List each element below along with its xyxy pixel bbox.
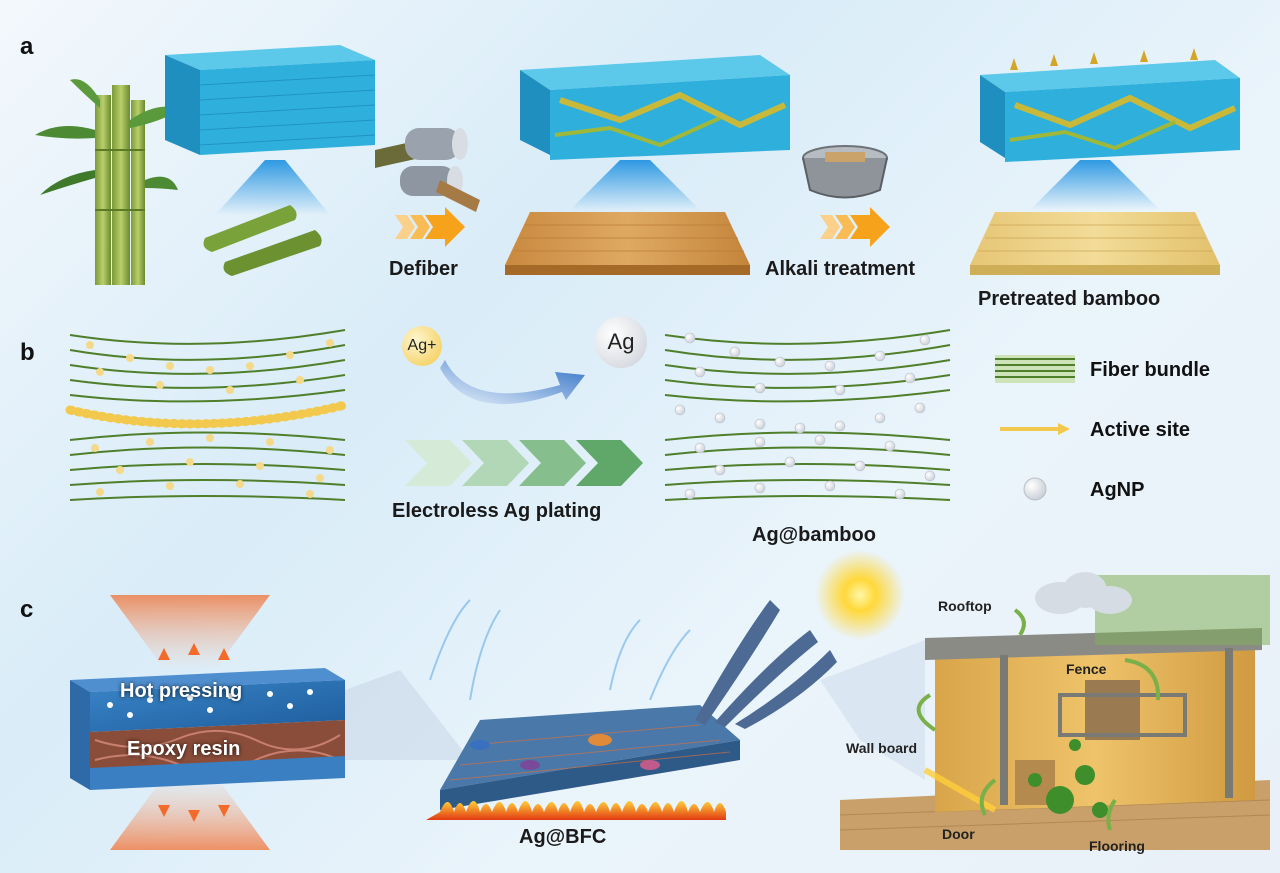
heat-beam-top [110, 595, 270, 670]
flooring-label: Flooring [1089, 838, 1145, 854]
panel-label-c: c [20, 596, 34, 623]
legend-agnp-icon [1023, 477, 1047, 501]
active-site-dots [86, 339, 334, 498]
arrow-defiber-icon [395, 207, 465, 247]
fence-label: Fence [1066, 661, 1107, 677]
fiber-block-pretreated [980, 48, 1240, 162]
application-arrows-icon [916, 608, 1161, 831]
rooftop-label: Rooftop [938, 598, 992, 614]
legend-fiber-bundle-icon [995, 355, 1075, 383]
focus-beam [215, 160, 330, 215]
virus-icon [1028, 739, 1108, 818]
fiber-block-raw [165, 45, 376, 155]
step-alkali-label: Alkali treatment [765, 258, 916, 280]
ag-bfc-label: Ag@BFC [519, 826, 607, 848]
pretreated-bamboo-label: Pretreated bamboo [978, 288, 1161, 310]
alkali-bath-icon [802, 145, 888, 199]
bamboo-plant-icon [35, 79, 180, 285]
door-label: Door [942, 826, 975, 842]
legend-active-site-label: Active site [1090, 419, 1191, 441]
focus-beam [570, 160, 700, 210]
electroless-plating-label: Electroless Ag plating [392, 500, 602, 522]
ag-bfc-panel [440, 705, 740, 810]
fiber-bundle-raw [69, 329, 346, 501]
focus-beam [1030, 160, 1160, 210]
fiber-block-defibered [520, 55, 790, 160]
legend-agnp-label: AgNP [1090, 479, 1145, 501]
water-splash-icon [429, 599, 691, 701]
reduction-arrow-icon [440, 360, 585, 405]
ag-atom-badge: Ag [595, 316, 647, 368]
ag-bamboo-label: Ag@bamboo [752, 524, 876, 546]
epoxy-resin-label: Epoxy resin [127, 738, 241, 760]
heat-arrows-icon [158, 643, 230, 822]
hot-pressing-label: Hot pressing [120, 680, 243, 702]
bamboo-strips-icon [203, 205, 322, 276]
agnp-dots [674, 332, 936, 500]
panel-label-b: b [20, 339, 35, 366]
cloud-icon [1035, 572, 1132, 614]
fire-icon [426, 801, 726, 820]
sun-icon [815, 550, 905, 640]
fiber-bundle-plated [664, 329, 951, 501]
ag-ion-badge: Ag+ [402, 326, 442, 366]
plating-chevrons-icon [405, 440, 643, 486]
projection-cone [345, 670, 470, 760]
legend-active-site-icon [1000, 423, 1070, 435]
wood-plate-pretreated [970, 212, 1220, 275]
panel-label-a: a [20, 33, 34, 60]
step-defiber-label: Defiber [389, 258, 458, 280]
composite-laminate [70, 668, 345, 790]
defiber-roller-icon [375, 128, 480, 212]
wall-board-label: Wall board [846, 740, 918, 756]
wood-plate-defibered [505, 212, 750, 275]
active-site-chain [65, 400, 350, 429]
flexible-strips-icon [695, 600, 837, 729]
arrow-alkali-icon [820, 207, 890, 247]
projection-cone [820, 640, 925, 780]
legend-fiber-bundle-label: Fiber bundle [1090, 359, 1210, 381]
